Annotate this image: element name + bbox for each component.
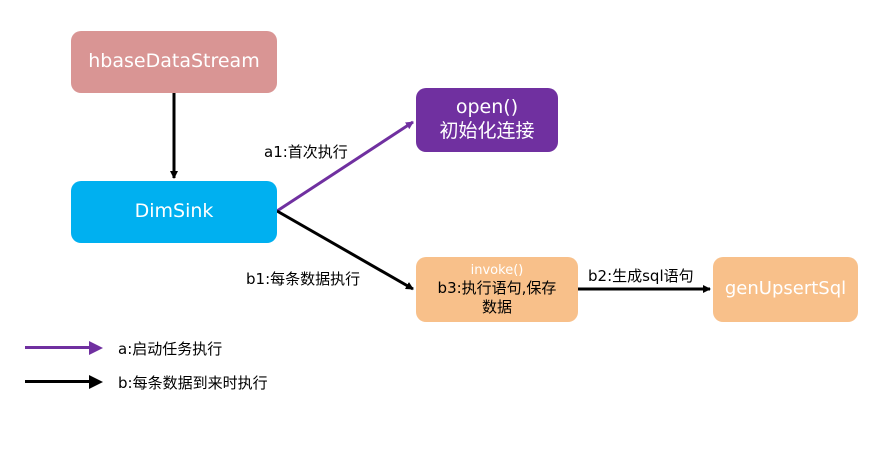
node-hbase-data-stream: hbaseDataStream	[71, 31, 277, 93]
legend-a-arrowhead-icon	[89, 341, 103, 355]
node-open-line1: open()	[455, 96, 519, 119]
node-invoke-line1: invoke()	[470, 262, 524, 278]
node-open-line2: 初始化连接	[439, 120, 535, 142]
legend-a-label: a:启动任务执行	[118, 340, 223, 358]
legend-b-label: b:每条数据到来时执行	[118, 374, 268, 392]
arrow-b1-dimsink-to-invoke	[276, 209, 414, 291]
node-hbase-label: hbaseDataStream	[88, 50, 260, 73]
node-invoke-line3: 数据	[481, 297, 512, 316]
node-open: open() 初始化连接	[416, 88, 558, 152]
arrow-a1-dimsink-to-open	[276, 120, 414, 213]
edge-label-b2: b2:生成sql语句	[588, 267, 694, 285]
node-dimsink-label: DimSink	[134, 200, 214, 223]
node-dim-sink: DimSink	[71, 181, 277, 243]
node-invoke-line2: b3:执行语句,保存	[437, 278, 557, 297]
legend-b-arrowhead-icon	[89, 375, 103, 389]
node-invoke: invoke() b3:执行语句,保存 数据	[416, 257, 578, 322]
edge-label-b1: b1:每条数据执行	[246, 270, 361, 288]
legend-a-arrow-line	[25, 346, 89, 349]
legend-b-arrow-line	[25, 380, 89, 383]
node-gen-label: genUpsertSql	[724, 278, 847, 300]
node-gen-upsert-sql: genUpsertSql	[713, 257, 858, 322]
edge-label-a1: a1:首次执行	[264, 143, 348, 161]
